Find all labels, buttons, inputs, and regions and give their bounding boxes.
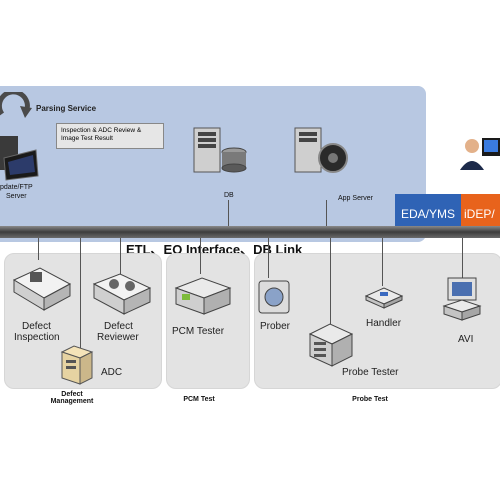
ftp-server-label-2: Server [6,193,27,200]
probe-tester-label: Probe Tester [342,367,399,378]
defect-inspection-connector [38,238,39,260]
pcm-tester-icon [174,277,232,315]
defect-management-caption: Defect Management [42,391,102,405]
refresh-arrow-icon [0,92,32,118]
avi-icon [442,277,482,321]
callout-line-1: Inspection & ADC Review & [61,127,142,134]
defect-management-caption-1: Defect [61,391,83,398]
adc-connector [80,238,81,350]
pcm-test-group [166,253,250,389]
ftp-server-icon [0,136,39,181]
handler-label: Handler [366,318,402,329]
probe-tester-connector [330,238,331,324]
avi-label: AVI [458,334,474,345]
network-bus [0,226,500,238]
defect-inspection-label-1: Defect [22,321,51,332]
prober-label: Prober [260,321,291,332]
pcm-tester-connector [200,238,201,274]
app-server-connector [326,200,327,226]
app-server-icon [294,127,348,173]
defect-reviewer-icon [92,273,152,315]
ftp-server-label-1: pdate/FTP [0,184,33,191]
handler-icon [364,287,404,309]
adc-label: ADC [101,367,123,378]
callout-box: Inspection & ADC Review & Image Test Res… [56,123,164,149]
defect-management-caption-2: Management [50,398,94,405]
defect-inspection-label-2: Inspection [14,332,60,343]
defect-reviewer-label-2: Reviewer [97,332,139,343]
app-server-label: App Server [338,195,374,202]
probe-tester-icon [308,323,354,367]
db-connector [228,200,229,226]
db-server-icon [193,127,247,173]
callout-line-2: Image Test Result [61,135,113,142]
pcm-test-caption: PCM Test [183,396,215,403]
user-workstation-icon [460,138,500,170]
defect-reviewer-connector [120,238,121,274]
db-label: DB [224,192,234,199]
probe-test-caption: Probe Test [352,396,388,403]
pcm-tester-label: PCM Tester [172,326,225,337]
parsing-service-label: Parsing Service [36,104,97,113]
avi-connector [462,238,463,278]
prober-icon [258,280,290,314]
defect-inspection-icon [12,267,72,311]
probe-test-group [254,253,500,389]
prober-connector [268,238,269,278]
adc-server-icon [60,345,94,385]
handler-connector [382,238,383,286]
defect-reviewer-label-1: Defect [104,321,133,332]
